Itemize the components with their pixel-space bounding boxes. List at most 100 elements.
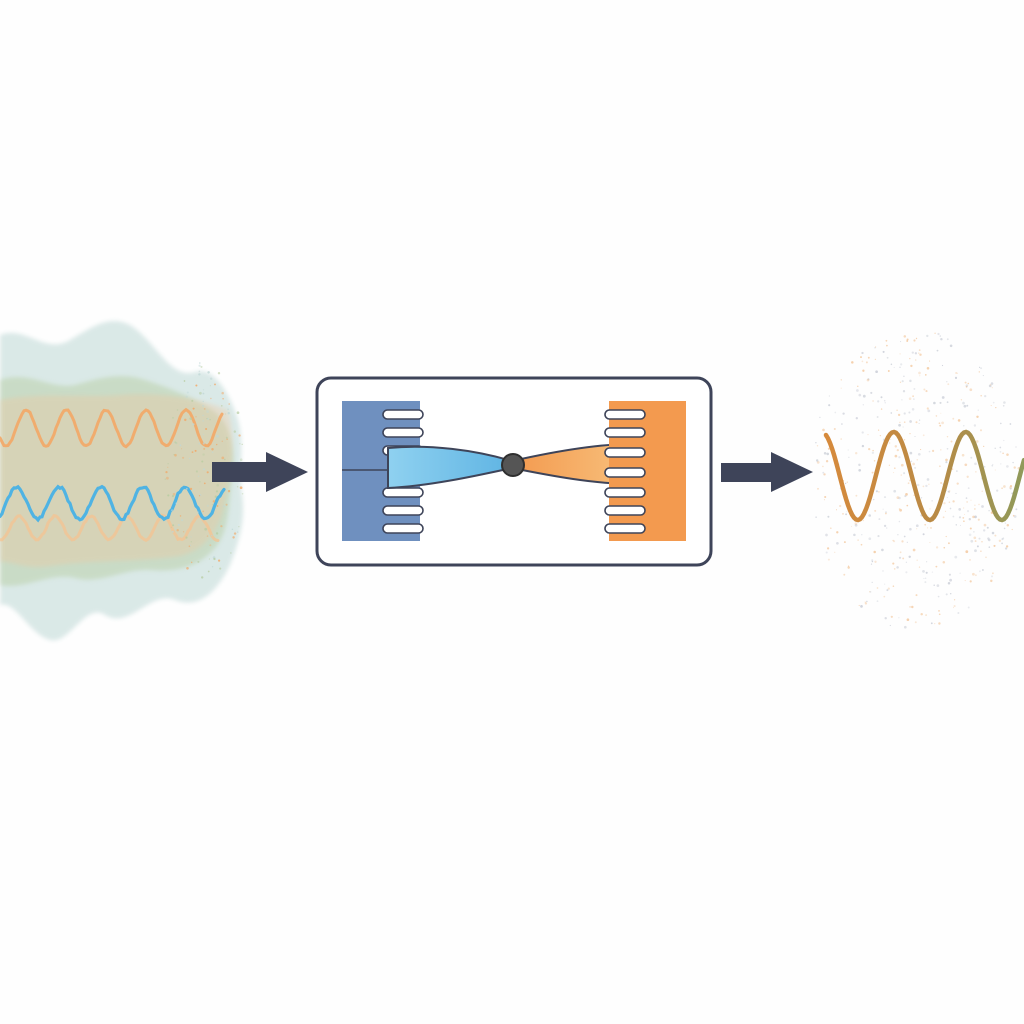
speckle (903, 412, 906, 415)
speckle (872, 400, 875, 402)
speckle (195, 415, 197, 418)
speckle (232, 536, 235, 539)
decoder-slot (604, 409, 646, 420)
speckle (828, 404, 831, 407)
speckle (968, 533, 972, 537)
speckle (822, 465, 824, 468)
speckle (970, 499, 972, 501)
speckle (905, 561, 908, 563)
speckle (945, 461, 948, 464)
speckle (856, 389, 859, 392)
arrow-in-head (266, 452, 308, 492)
input-wave-orange (0, 407, 224, 449)
speckle (202, 419, 205, 422)
speckle (171, 495, 175, 498)
speckle (172, 417, 174, 419)
speckle (942, 560, 946, 564)
speckle (202, 389, 205, 391)
speckle (880, 408, 883, 410)
speckle (977, 409, 979, 411)
speckle (916, 559, 918, 562)
speckle (220, 525, 223, 528)
speckle (920, 612, 923, 616)
speckle (868, 447, 871, 451)
speckle (847, 449, 849, 451)
speckle (966, 404, 969, 407)
speckle (990, 405, 992, 407)
speckle (825, 533, 828, 537)
speckle (198, 442, 201, 445)
decoder-slot (604, 523, 646, 534)
speckle (974, 508, 976, 510)
speckle (893, 366, 895, 368)
speckle (200, 365, 203, 368)
speckle (179, 515, 182, 517)
speckle (935, 565, 938, 568)
speckle (929, 360, 931, 362)
speckle (968, 518, 971, 521)
speckle (846, 511, 848, 513)
speckle (892, 539, 894, 542)
speckle (888, 464, 891, 466)
speckle (873, 498, 875, 501)
speckle (861, 360, 864, 363)
speckle (947, 383, 950, 386)
speckle (909, 420, 912, 423)
speckle (883, 524, 887, 528)
speckle (226, 438, 228, 440)
input-wave-peach (0, 513, 220, 542)
speckle (1002, 452, 1004, 455)
speckle (858, 468, 862, 472)
speckle (979, 366, 981, 368)
speckle (919, 375, 921, 377)
speckle (216, 443, 218, 446)
speckle (893, 472, 895, 474)
speckle (886, 356, 889, 359)
encoder-slot (382, 487, 424, 498)
speckle (174, 527, 177, 530)
speckle (913, 387, 916, 390)
speckle (946, 435, 949, 438)
decoder-slot (604, 427, 646, 438)
decoder-slot (604, 467, 646, 478)
speckle (186, 537, 188, 539)
speckle (978, 570, 981, 573)
speckle (182, 456, 185, 459)
speckle (918, 349, 921, 351)
speckle (822, 471, 825, 474)
speckle (948, 573, 951, 576)
speckle (986, 526, 989, 529)
speckle (923, 388, 926, 391)
speckle (984, 394, 987, 398)
speckle (957, 419, 961, 422)
speckle (198, 370, 201, 373)
speckle (927, 527, 929, 529)
speckle (206, 417, 208, 420)
speckle (973, 536, 977, 540)
speckle (925, 614, 928, 617)
speckle (826, 547, 830, 550)
speckle (918, 422, 920, 424)
decoder-slot (604, 505, 646, 516)
speckle (878, 518, 881, 521)
speckle (951, 468, 954, 470)
speckle (949, 578, 952, 582)
speckle (219, 567, 222, 570)
speckle (940, 482, 943, 484)
speckle (923, 577, 925, 580)
speckle (985, 556, 987, 559)
speckle (952, 500, 955, 503)
speckle (203, 482, 206, 485)
speckle (896, 409, 898, 411)
speckle (998, 539, 1002, 543)
speckle (206, 410, 209, 413)
speckle (189, 417, 192, 420)
speckle (202, 392, 205, 395)
speckle (966, 510, 970, 513)
speckle (211, 447, 214, 451)
speckle (238, 434, 241, 437)
speckle (909, 432, 911, 435)
speckle (885, 527, 888, 529)
speckle (964, 580, 966, 582)
